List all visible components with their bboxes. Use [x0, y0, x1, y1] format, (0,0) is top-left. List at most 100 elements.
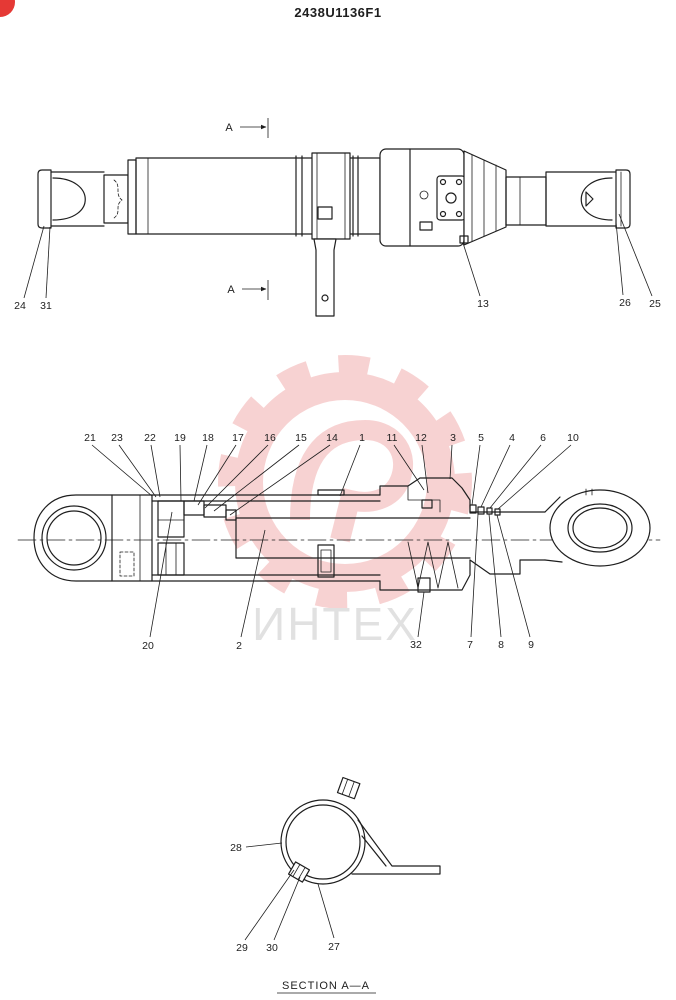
part-label-4: 4 — [509, 432, 515, 444]
leader-lines-section-a-a — [244, 842, 335, 941]
clamp-bracket — [351, 819, 441, 875]
part-label-2: 2 — [236, 640, 242, 652]
leader-line — [23, 225, 45, 299]
leader-lines-bottom — [149, 511, 531, 638]
eye-bore-right — [567, 503, 633, 553]
part-label-13: 13 — [477, 298, 489, 310]
part-label-32: 32 — [410, 639, 422, 651]
clamp-block-inner — [320, 549, 332, 573]
part-label-27: 27 — [328, 941, 340, 953]
part-label-25: 25 — [649, 298, 661, 310]
part-label-22: 22 — [144, 432, 156, 444]
part-label-31: 31 — [40, 300, 52, 312]
corner-badge — [0, 0, 15, 17]
part-label-28: 28 — [230, 842, 242, 854]
gland-seal — [421, 499, 433, 509]
section-mark-top: A — [225, 122, 233, 134]
clamp-bolt-head — [287, 861, 311, 883]
part-label-14: 14 — [326, 432, 338, 444]
nameplate-mark — [419, 190, 429, 200]
nameplate — [419, 221, 433, 231]
right-clevis-end-cap — [615, 169, 631, 229]
part-label-9: 9 — [528, 639, 534, 651]
part-label-1: 1 — [359, 432, 365, 444]
part-label-30: 30 — [266, 942, 278, 954]
head-cover — [111, 494, 153, 582]
leader-line — [45, 226, 51, 299]
part-label-10: 10 — [567, 432, 579, 444]
cylinder-tube-section — [151, 494, 381, 582]
gland-packing — [407, 541, 459, 589]
clamp-bolt-bottom — [287, 861, 311, 883]
port-flange-bolt — [455, 178, 463, 186]
clamp-bolt-line — [297, 867, 306, 880]
right-clevis-pin — [585, 191, 594, 207]
part-label-8: 8 — [498, 639, 504, 651]
port-flange — [436, 175, 466, 221]
rod-seal — [477, 506, 485, 515]
port-flange-bolt — [455, 210, 463, 218]
mounting-bracket — [313, 238, 337, 317]
gland-taper — [463, 150, 507, 246]
leader-line — [462, 242, 481, 297]
part-label-6: 6 — [540, 432, 546, 444]
eye-bore-left — [41, 505, 107, 571]
piston-nut — [225, 509, 237, 521]
part-label-20: 20 — [142, 640, 154, 652]
piston-seal — [183, 500, 205, 516]
part-label-5: 5 — [478, 432, 484, 444]
gland-taper-lines — [471, 154, 497, 242]
part-label-29: 29 — [236, 942, 248, 954]
eye-bushing-right — [572, 507, 628, 549]
right-clevis-pin-boss — [580, 177, 613, 221]
clamp-bolt-line — [341, 778, 349, 795]
rod-neck — [544, 496, 563, 563]
clamp-bolt — [317, 206, 333, 220]
part-label-21: 21 — [84, 432, 96, 444]
clamp-bolt-line — [348, 781, 355, 798]
piston-rod-section — [235, 517, 471, 559]
part-label-19: 19 — [174, 432, 186, 444]
leader-line — [618, 213, 653, 297]
section-mark-bottom: A — [227, 284, 235, 296]
clamp-band — [311, 152, 351, 240]
rod-eye-left — [33, 494, 113, 582]
sectional-view — [17, 477, 661, 593]
watermark-text: ИНТЕХ — [252, 598, 418, 650]
backup-ring — [486, 507, 493, 515]
port-opening — [445, 192, 457, 204]
watermark-gear-teeth — [218, 355, 472, 609]
bracket-hole — [321, 294, 329, 302]
part-label-11: 11 — [387, 432, 398, 444]
left-clevis-fork — [50, 171, 105, 227]
watermark-gear-emblem — [290, 419, 414, 543]
clamp-band-section — [280, 799, 366, 885]
eye-bushing-left — [46, 510, 102, 566]
clamp-bolt-line — [292, 864, 301, 877]
left-clevis-end-cap — [37, 169, 52, 229]
tube-section — [285, 804, 361, 880]
piston-rod — [505, 176, 547, 226]
section-caption: SECTION A—A — [282, 980, 370, 992]
section-a-a-labels: 28 29 30 27 SECTION A—A — [230, 842, 376, 994]
leader-line — [615, 221, 624, 296]
watermark-gear-ring — [235, 372, 455, 592]
port-flange-bolt — [439, 210, 447, 218]
watermark: ИНТЕХ — [218, 355, 472, 650]
clamp-bolt-top — [336, 776, 361, 800]
sectional-part-labels: 21 23 22 19 18 17 16 15 14 1 11 12 3 5 4… — [84, 432, 579, 652]
right-clevis-fork — [545, 171, 617, 227]
section-a-a-view — [280, 776, 441, 885]
part-label-26: 26 — [619, 297, 631, 309]
part-label-15: 15 — [295, 432, 307, 444]
port-flange-bolt — [439, 178, 447, 186]
rod-front — [469, 511, 546, 575]
head-port-hidden — [119, 551, 135, 577]
piston-ring — [203, 504, 227, 518]
eye-grease-mark — [585, 488, 593, 496]
section-cut-marks: A A — [225, 118, 269, 300]
part-label-18: 18 — [202, 432, 214, 444]
gland-bolt — [459, 235, 469, 244]
piston-lower-lines — [165, 542, 177, 576]
